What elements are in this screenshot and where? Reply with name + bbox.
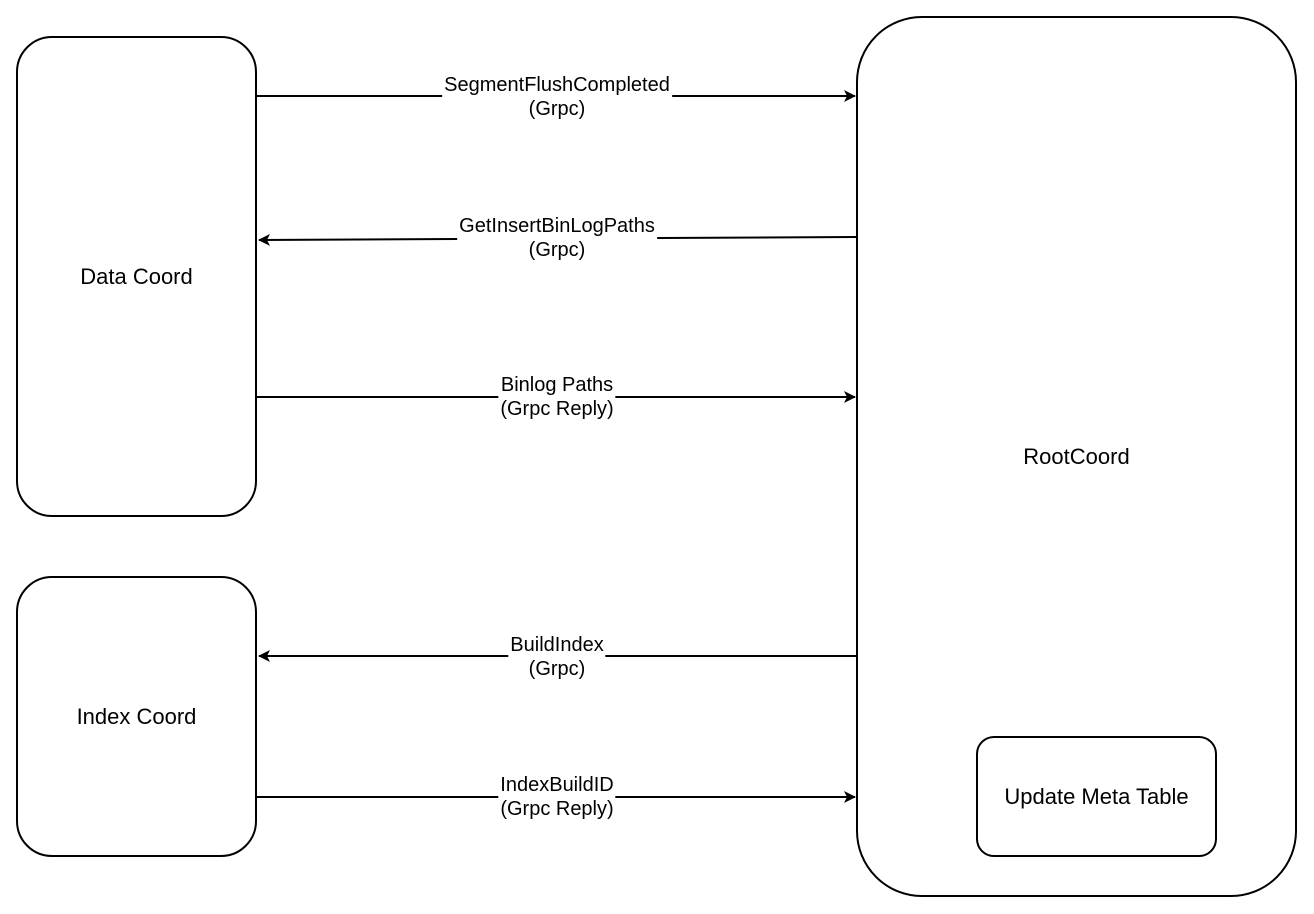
edge-label-line: Binlog Paths	[500, 374, 614, 396]
data-coord-label: Data Coord	[80, 263, 193, 289]
edge-label-index-build-id: IndexBuildID (Grpc Reply)	[498, 773, 616, 821]
data-coord-node: Data Coord	[16, 36, 257, 517]
update-meta-table-label: Update Meta Table	[1004, 783, 1189, 809]
edge-label-line: BuildIndex	[510, 634, 604, 656]
index-coord-label: Index Coord	[76, 703, 197, 729]
edge-label-build-index: BuildIndex (Grpc)	[508, 633, 606, 681]
edge-label-line: (Grpc)	[528, 98, 586, 120]
edge-label-line: SegmentFlushCompleted	[444, 74, 670, 96]
update-meta-table-node: Update Meta Table	[976, 736, 1217, 857]
edge-label-line: (Grpc Reply)	[500, 798, 614, 820]
edge-label-segment-flush-completed: SegmentFlushCompleted (Grpc)	[442, 73, 672, 121]
index-coord-node: Index Coord	[16, 576, 257, 857]
edge-label-get-insert-binlog-paths: GetInsertBinLogPaths (Grpc)	[457, 214, 657, 262]
edge-label-line: (Grpc)	[528, 239, 586, 261]
edge-label-line: IndexBuildID	[500, 774, 614, 796]
edge-label-binlog-paths: Binlog Paths (Grpc Reply)	[498, 373, 616, 421]
edge-label-line: GetInsertBinLogPaths	[459, 215, 655, 237]
edge-label-line: (Grpc)	[528, 658, 586, 680]
root-coord-label: RootCoord	[1023, 443, 1130, 469]
edge-label-line: (Grpc Reply)	[500, 398, 614, 420]
